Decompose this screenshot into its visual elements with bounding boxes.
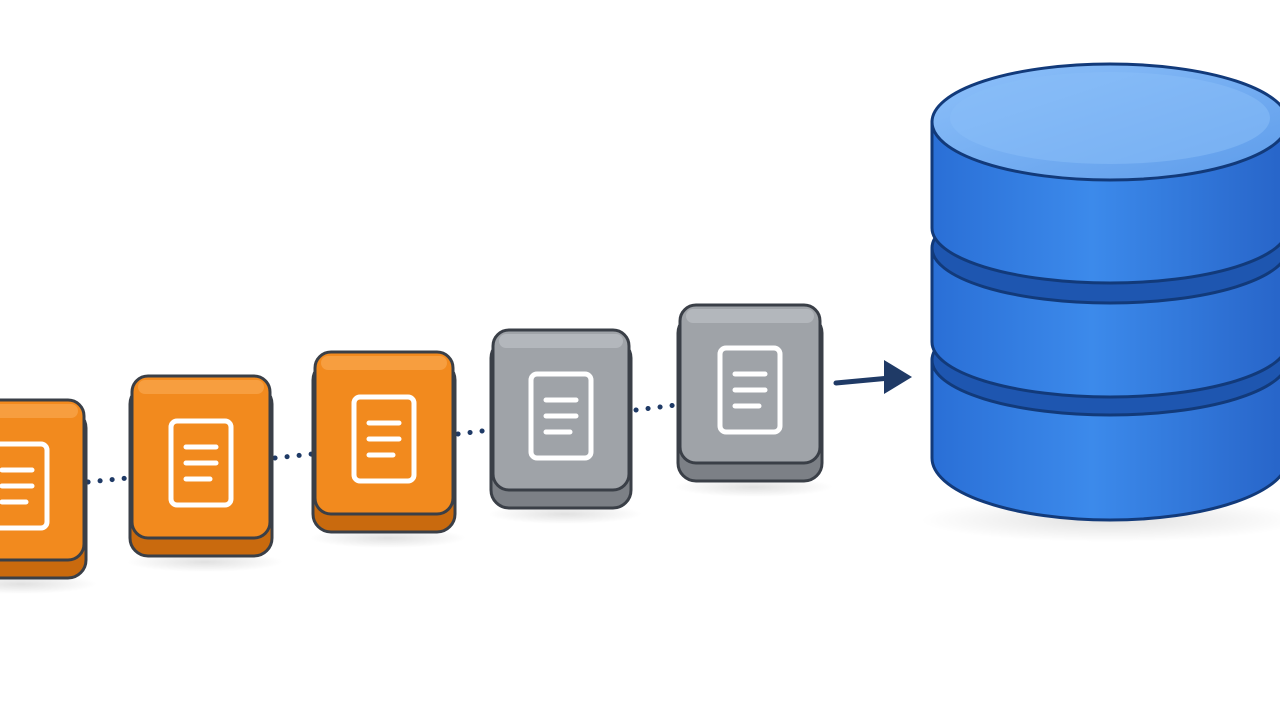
document-icon: [528, 371, 594, 461]
block-2-pending: [126, 374, 284, 572]
block-1-pending: [0, 398, 97, 594]
document-icon: [168, 418, 234, 508]
block-4-processed: [488, 328, 642, 524]
document-blocks: [0, 303, 834, 594]
arrow-to-database: [833, 360, 912, 394]
connector-4-5: [633, 402, 679, 413]
block-3-pending: [309, 350, 467, 548]
connector-2-3: [272, 451, 315, 461]
connector-3-4: [455, 427, 493, 437]
database-icon: [920, 62, 1280, 542]
document-icon: [717, 345, 783, 435]
block-5-processed: [674, 303, 834, 497]
connector-1-2: [85, 475, 131, 485]
document-icon: [0, 441, 50, 531]
document-icon: [351, 394, 417, 484]
connectors: [85, 360, 912, 485]
